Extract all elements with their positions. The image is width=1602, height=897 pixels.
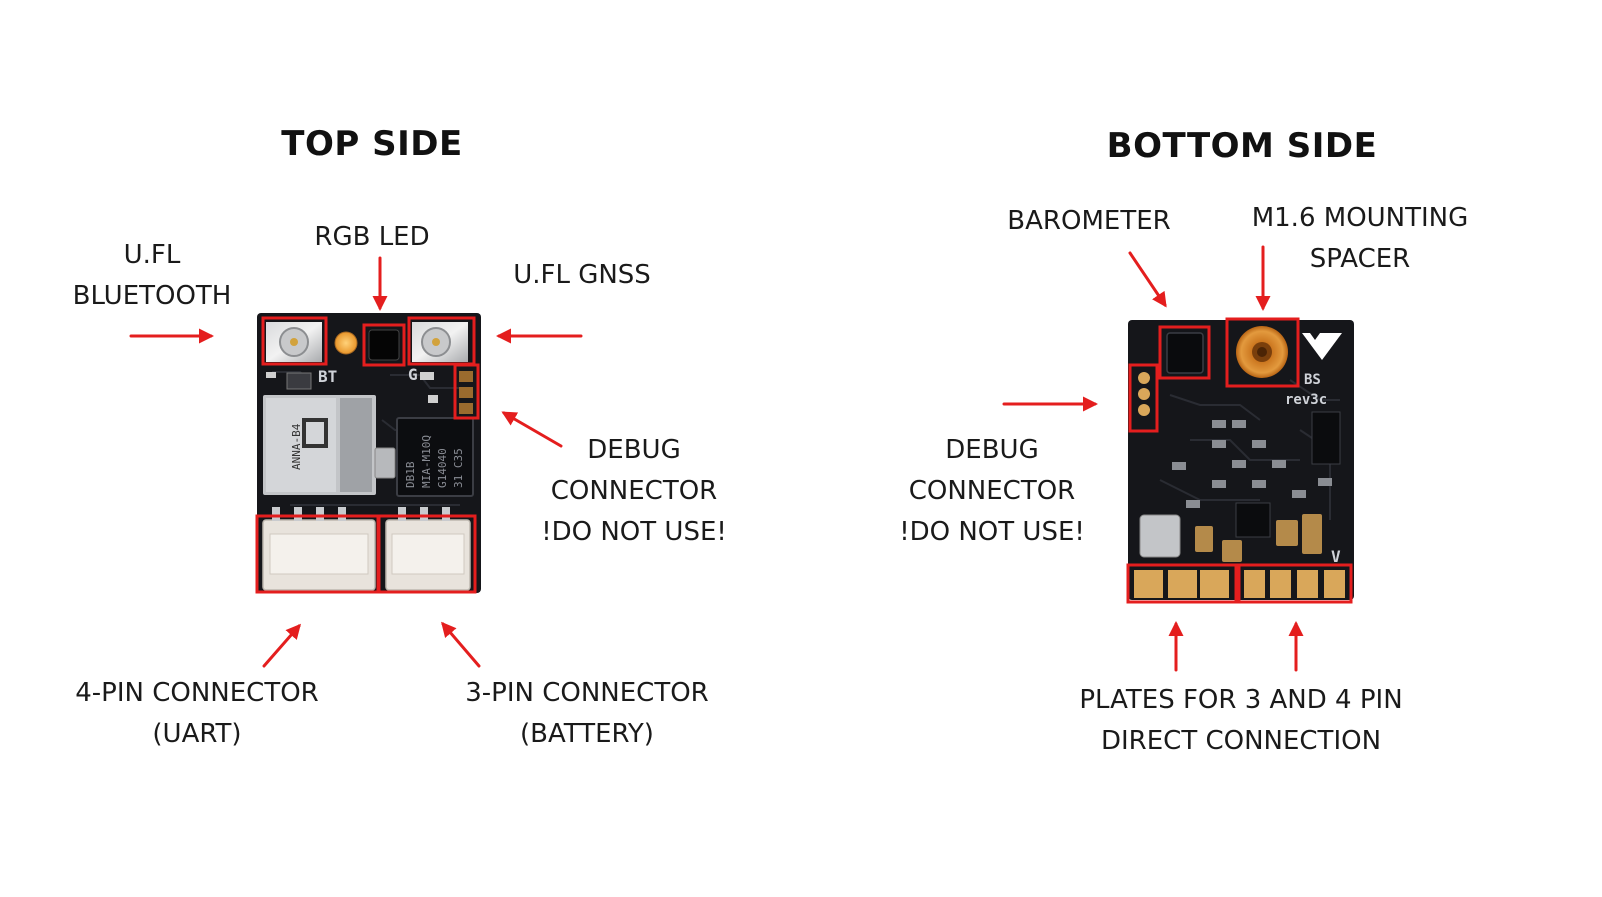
silk-rev: rev3c: [1285, 392, 1327, 408]
label-mounting-spacer: M1.6 MOUNTING SPACER: [1251, 203, 1469, 274]
label-four-pin-connector: 4-PIN CONNECTOR (UART): [75, 678, 319, 749]
ufl-bluetooth-connector: [266, 322, 322, 362]
highlight-three-pin: [377, 514, 477, 594]
highlight-plates-3pin: [1126, 563, 1238, 604]
four-pin-connector: [262, 507, 376, 591]
three-pin-connector: [385, 507, 471, 591]
highlight-mounting-spacer: [1225, 317, 1300, 388]
silk-v: V: [1331, 547, 1341, 566]
rgb-led: [334, 331, 358, 355]
svg-text:G14040: G14040: [436, 448, 449, 488]
bluetooth-module: ANNA-B4: [263, 395, 376, 495]
silk-bt: BT: [318, 367, 337, 386]
svg-text:ANNA-B4: ANNA-B4: [290, 423, 303, 470]
smd-button: [286, 372, 312, 390]
label-plates: PLATES FOR 3 AND 4 PIN DIRECT CONNECTION: [1079, 685, 1403, 756]
highlight-rgb-led: [362, 323, 406, 367]
debug-pads-bottom: [1138, 372, 1150, 416]
highlight-debug-top: [453, 363, 480, 420]
bottom-side-board: BS rev3c V: [1128, 320, 1354, 600]
bottom-highlights: [1126, 317, 1353, 604]
highlight-ufl-gnss: [407, 316, 476, 366]
label-debug-connector-bottom: DEBUG CONNECTOR !DO NOT USE!: [899, 435, 1085, 547]
top-side-board: BT G ANNA-B4 MIA-M10Q G14040 31 C35 DB1B: [257, 313, 481, 593]
highlight-ufl-bt: [261, 316, 328, 366]
svg-text:MIA-M10Q: MIA-M10Q: [420, 435, 433, 488]
label-ufl-gnss: U.FL GNSS: [513, 260, 651, 290]
bottom-side-title: BOTTOM SIDE: [1106, 126, 1378, 166]
silk-bs: BS: [1304, 372, 1321, 388]
crystal: [374, 447, 396, 479]
arrow-three-pin: [441, 621, 481, 668]
svg-text:DB1B: DB1B: [404, 461, 417, 488]
silk-g: G: [408, 365, 418, 384]
top-highlights: [255, 316, 480, 594]
highlight-plates-4pin: [1237, 563, 1353, 604]
label-ufl-bluetooth: U.FL BLUETOOTH: [72, 240, 232, 311]
arrow-debug-top: [501, 411, 563, 448]
highlight-debug-bottom: [1128, 363, 1159, 433]
barometer-chip: [1166, 332, 1204, 374]
label-barometer: BAROMETER: [1007, 206, 1171, 236]
mounting-spacer: [1236, 326, 1288, 378]
label-rgb-led: RGB LED: [314, 222, 430, 252]
svg-text:31 C35: 31 C35: [452, 448, 465, 488]
label-debug-connector-top: DEBUG CONNECTOR !DO NOT USE!: [541, 435, 727, 547]
ufl-gnss-connector: [412, 322, 468, 362]
rgb-led-chip: [368, 329, 400, 361]
highlight-barometer: [1158, 325, 1211, 380]
gnss-chip: MIA-M10Q G14040 31 C35 DB1B: [396, 417, 474, 497]
label-three-pin-connector: 3-PIN CONNECTOR (BATTERY): [465, 678, 709, 749]
top-side-title: TOP SIDE: [281, 124, 463, 164]
gold-plates: [1134, 570, 1345, 598]
debug-pads-top: [459, 371, 473, 414]
brand-logo: [1302, 333, 1342, 360]
oscillator: [1139, 514, 1181, 558]
arrow-barometer: [1128, 251, 1167, 308]
arrow-four-pin: [262, 623, 301, 668]
